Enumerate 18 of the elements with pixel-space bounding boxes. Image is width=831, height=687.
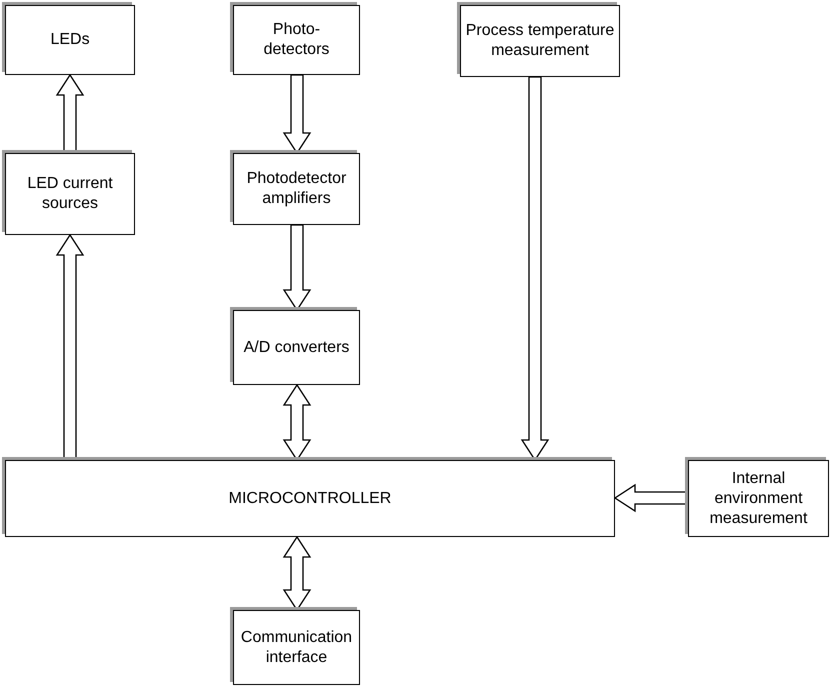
box-label: Photodetector amplifiers [246,169,348,209]
process-box [5,5,135,75]
process-box [233,5,360,75]
process-box [688,460,829,537]
box-label: A/D converters [242,338,350,358]
box-label: MICROCONTROLLER [228,488,392,508]
process-box [460,5,620,77]
box-label: LEDs [49,30,91,50]
process-box [233,610,360,685]
box-label: Internal environment measurement [708,468,808,528]
process-box [233,310,360,385]
process-box [5,153,135,235]
box-label: Process temperature measurement [464,21,616,61]
box-label: LED current sources [26,174,114,214]
process-box [233,153,360,225]
box-label: Photo- detectors [262,20,330,60]
box-label: Communication interface [240,628,354,668]
process-box [5,460,615,537]
